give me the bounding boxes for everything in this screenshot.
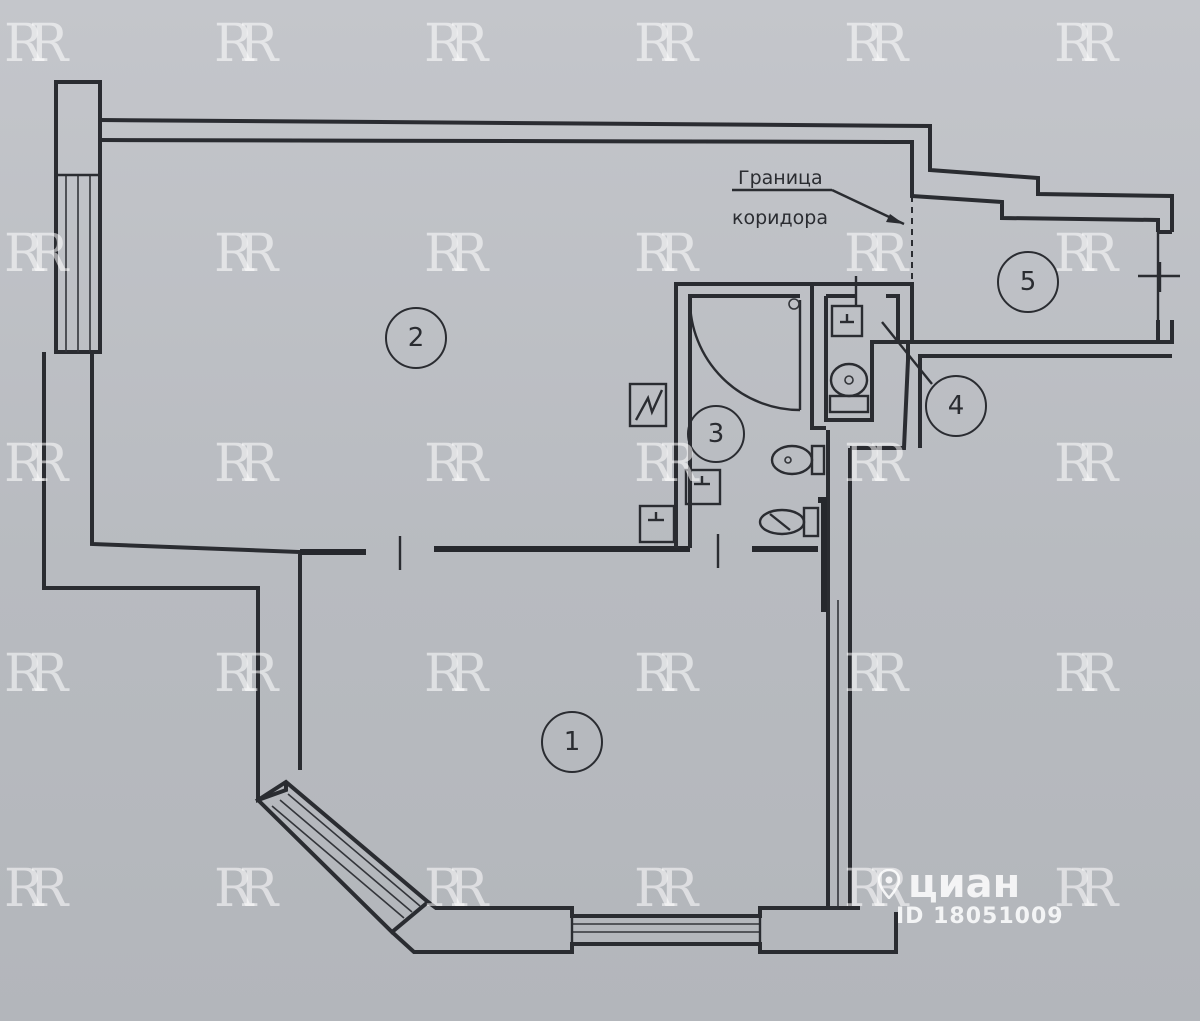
corridor-boundary-label-line1: Граница bbox=[738, 167, 823, 189]
rr-logo-watermark: RR bbox=[1054, 434, 1120, 494]
toilet-icon bbox=[828, 362, 870, 414]
cian-watermark: циан ID 18051009 bbox=[878, 862, 1064, 929]
rr-logo-watermark: RR bbox=[844, 434, 910, 494]
rr-logo-watermark: RR bbox=[634, 859, 700, 919]
rr-logo-watermark: RR bbox=[634, 644, 700, 704]
toilet-icon bbox=[758, 506, 820, 538]
rr-logo-watermark: RR bbox=[1054, 14, 1120, 74]
rr-logo-watermark: RR bbox=[844, 14, 910, 74]
corridor-boundary-label-line2: коридора bbox=[732, 207, 828, 229]
sink-icon bbox=[638, 504, 676, 544]
rr-logo-watermark: RR bbox=[424, 644, 490, 704]
partition-2-1 bbox=[300, 534, 818, 570]
room-number-2: 2 bbox=[408, 323, 425, 353]
rr-logo-watermark: RR bbox=[4, 859, 70, 919]
rr-logo-watermark: RR bbox=[214, 859, 280, 919]
sink-icon bbox=[684, 468, 722, 506]
room-marker-2: 2 bbox=[385, 307, 447, 369]
room-number-1: 1 bbox=[564, 727, 581, 757]
room-marker-4: 4 bbox=[925, 375, 987, 437]
rr-logo-watermark: RR bbox=[424, 14, 490, 74]
cian-brand-text: циан bbox=[908, 861, 1021, 907]
rr-logo-watermark: RR bbox=[634, 14, 700, 74]
left-window bbox=[54, 80, 102, 354]
room-4-leader bbox=[881, 321, 933, 385]
room-number-4: 4 bbox=[948, 391, 965, 421]
rr-logo-watermark: RR bbox=[1054, 224, 1120, 284]
rr-logo-watermark: RR bbox=[844, 224, 910, 284]
rr-logo-watermark: RR bbox=[214, 224, 280, 284]
rr-logo-watermark: RR bbox=[4, 434, 70, 494]
sink-icon bbox=[830, 304, 864, 338]
corridor-boundary bbox=[732, 188, 913, 284]
bathtub-icon bbox=[688, 298, 802, 412]
bottom-wall bbox=[390, 900, 898, 954]
rr-logo-watermark: RR bbox=[1054, 859, 1120, 919]
room-marker-5: 5 bbox=[997, 251, 1059, 313]
room-number-5: 5 bbox=[1020, 267, 1037, 297]
rr-logo-watermark: RR bbox=[4, 14, 70, 74]
rr-logo-watermark: RR bbox=[424, 434, 490, 494]
rr-logo-watermark: RR bbox=[634, 224, 700, 284]
room-5-end-wall bbox=[1138, 230, 1180, 344]
room-marker-1: 1 bbox=[541, 711, 603, 773]
rr-logo-watermark: RR bbox=[214, 434, 280, 494]
right-wall-room-1 bbox=[818, 430, 852, 906]
left-outer-wall bbox=[42, 350, 302, 803]
location-pin-icon bbox=[878, 869, 900, 899]
rr-logo-watermark: RR bbox=[424, 224, 490, 284]
corridor-bottom-wall bbox=[850, 340, 1172, 450]
room-number-3: 3 bbox=[708, 419, 725, 449]
rr-logo-watermark: RR bbox=[214, 14, 280, 74]
rr-logo-watermark: RR bbox=[1054, 644, 1120, 704]
sink-icon bbox=[770, 444, 826, 476]
bay-window bbox=[254, 779, 432, 935]
room-marker-3: 3 bbox=[687, 405, 745, 463]
listing-id: ID 18051009 bbox=[896, 904, 1064, 929]
watermark-layer: RR RR RR RR RR RR RR RR RR RR RR RR RR RR RR RR RR RR RR RR… bbox=[4, 14, 1134, 919]
rr-logo-watermark: RR bbox=[4, 224, 70, 284]
rr-logo-watermark: RR bbox=[844, 644, 910, 704]
electrical-panel-icon bbox=[628, 382, 668, 428]
room-4-walls bbox=[812, 276, 914, 422]
top-wall bbox=[99, 118, 1174, 232]
rr-logo-watermark: RR bbox=[4, 644, 70, 704]
rr-logo-watermark: RR bbox=[214, 644, 280, 704]
